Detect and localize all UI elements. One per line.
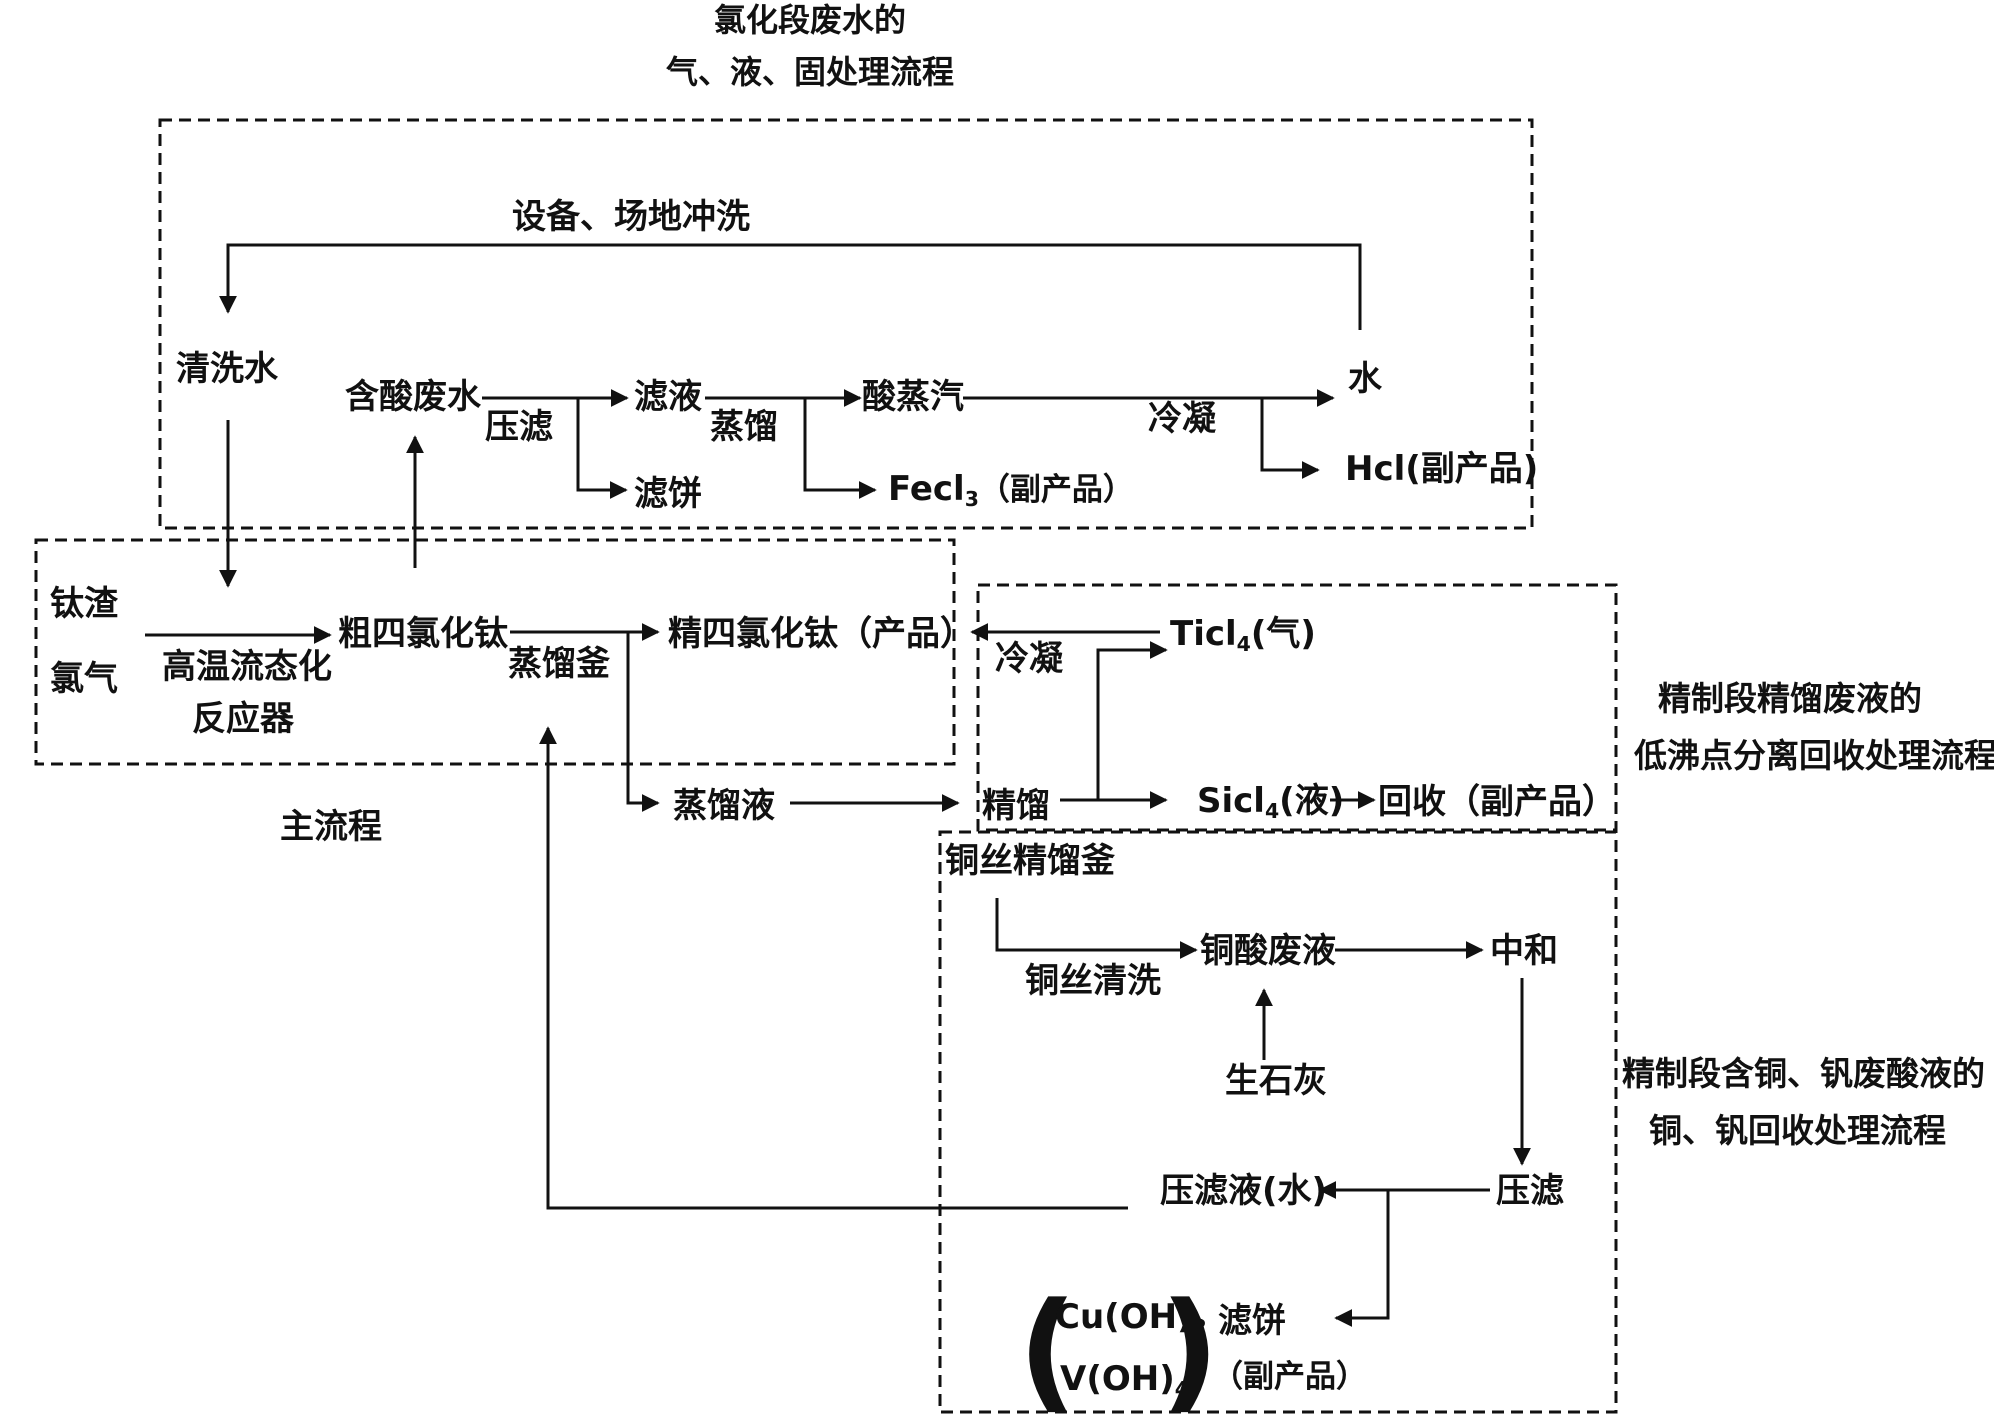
low-boiling-title-line2: 低沸点分离回收处理流程 — [1634, 736, 1994, 775]
wash-water-node: 清洗水 — [176, 349, 278, 389]
press-filter-1-label: 压滤 — [485, 407, 553, 447]
neutralize-node: 中和 — [1490, 931, 1558, 971]
condense-1-label: 冷凝 — [1148, 399, 1216, 439]
press-filtrate-node: 压滤液(水) — [1160, 1171, 1328, 1211]
reactor-label-line1: 高温流态化 — [162, 647, 332, 687]
chlorine-node: 氯气 — [50, 659, 118, 699]
flush-loop-line — [219, 243, 1362, 330]
chlorination-box — [158, 118, 1534, 530]
filter-to-cake-branch — [1334, 1190, 1390, 1327]
filter-cake-1-node: 滤饼 — [634, 474, 702, 514]
low-boiling-box — [976, 583, 1618, 832]
water-node: 水 — [1348, 359, 1382, 399]
condense-2-label: 冷凝 — [995, 639, 1063, 679]
acid-wastewater-node: 含酸废水 — [345, 377, 481, 417]
still-to-cu-acid-line — [995, 898, 1198, 959]
cu-v-title-line1: 精制段含铜、钒废酸液的 — [1622, 1054, 1985, 1093]
cu-wire-still-node: 铜丝精馏釜 — [945, 841, 1115, 881]
fecl3-node: Fecl3（副产品） — [888, 469, 1134, 512]
right-paren: ) — [1160, 1274, 1220, 1417]
low-boiling-title-line1: 精制段精馏废液的 — [1658, 679, 1922, 718]
cu-v-title-line2: 铜、钒回收处理流程 — [1649, 1111, 1946, 1150]
titanium-slag-node: 钛渣 — [50, 584, 118, 624]
acid-vapor-node: 酸蒸汽 — [862, 377, 964, 417]
cu-wire-wash-label: 铜丝清洗 — [1025, 961, 1161, 1001]
equipment-flush-label: 设备、场地冲洗 — [512, 197, 750, 237]
press-filter-2-node: 压滤 — [1496, 1171, 1564, 1211]
chlorination-title-line2: 气、液、固处理流程 — [665, 53, 954, 91]
filter-cake-2-node: 滤饼 — [1218, 1301, 1286, 1341]
still-label: 蒸馏釜 — [508, 644, 610, 684]
byproduct-note: （副产品） — [1212, 1359, 1367, 1395]
main-flow-box — [34, 538, 956, 766]
refined-ticl4-node: 精四氯化钛（产品） — [668, 614, 974, 654]
ticl4-gas-node: Ticl4(气) — [1170, 614, 1316, 657]
cu-acid-waste-node: 铜酸废液 — [1200, 931, 1336, 971]
reactor-label-line2: 反应器 — [192, 699, 294, 739]
recover-node: 回收（副产品） — [1378, 782, 1616, 822]
chlorination-title-line1: 氯化段废水的 — [713, 1, 906, 39]
rectify-to-ticl4-branch — [1096, 641, 1168, 800]
quicklime-node: 生石灰 — [1225, 1061, 1327, 1101]
hcl-node: Hcl(副产品) — [1345, 449, 1539, 489]
still-to-distillate-line — [626, 632, 660, 812]
filter-cake-branch — [576, 398, 628, 499]
filtrate-return-line — [539, 726, 1128, 1210]
fecl3-branch — [803, 398, 877, 499]
hcl-branch — [1260, 398, 1320, 479]
rectify-node: 精馏 — [982, 786, 1050, 826]
left-paren: ( — [1018, 1274, 1078, 1417]
cu-oh2-formula: Cu(OH)2 — [1055, 1297, 1207, 1340]
main-flow-title: 主流程 — [280, 807, 382, 847]
filtrate-node: 滤液 — [634, 377, 702, 417]
sicl4-node: Sicl4(液) — [1197, 781, 1345, 824]
v-oh4-formula: V(OH)4 — [1060, 1359, 1189, 1402]
distillate-node: 蒸馏液 — [673, 786, 775, 826]
crude-ticl4-node: 粗四氯化钛 — [338, 614, 508, 654]
distill-1-label: 蒸馏 — [710, 407, 778, 447]
